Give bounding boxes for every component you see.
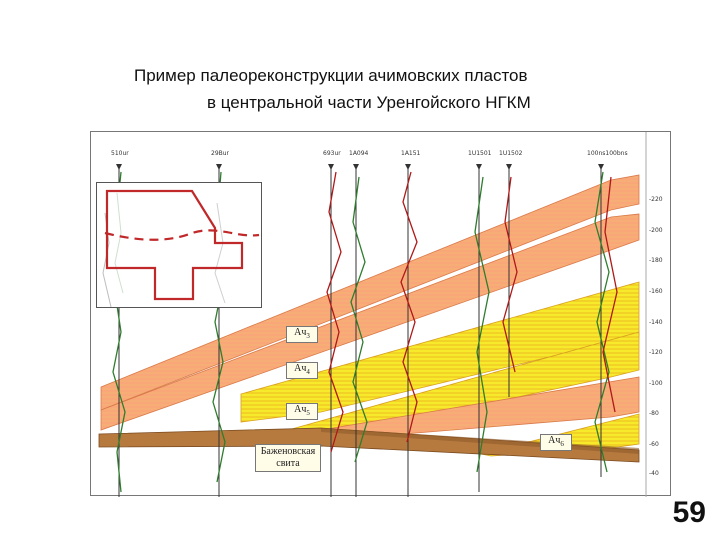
well-label: 1A094 bbox=[349, 150, 369, 157]
cross-section-figure: 510ur 29Bur 693ur 1A094 1A151 1U1501 1U1… bbox=[90, 131, 671, 497]
layer-label-bazhen: Баженовская свита bbox=[255, 444, 321, 472]
inset-svg bbox=[102, 189, 260, 307]
well-label: 1U1501 bbox=[468, 150, 492, 157]
well-label: 510ur bbox=[111, 150, 129, 157]
depth-tick: -100 bbox=[649, 380, 663, 387]
depth-tick: -120 bbox=[649, 349, 663, 356]
layer-label-ach5: Ач5 bbox=[286, 403, 318, 420]
depth-tick: -200 bbox=[649, 227, 663, 234]
well-label: 1A151 bbox=[401, 150, 421, 157]
depth-tick: -160 bbox=[649, 288, 663, 295]
well-label: 100ns100bns bbox=[587, 150, 628, 157]
depth-tick: -80 bbox=[649, 410, 659, 417]
field-outline bbox=[105, 189, 244, 301]
section-line bbox=[104, 229, 260, 241]
depth-tick: -180 bbox=[649, 257, 663, 264]
depth-tick: -220 bbox=[649, 196, 663, 203]
depth-tick: -60 bbox=[649, 441, 659, 448]
location-inset-map bbox=[96, 182, 262, 308]
layer-label-ach6: Ач6 bbox=[540, 434, 572, 451]
page-number: 59 bbox=[672, 496, 706, 529]
well-label: 693ur bbox=[323, 150, 341, 157]
depth-tick: -40 bbox=[649, 470, 659, 477]
well-label: 29Bur bbox=[211, 150, 230, 157]
layer-label-ach4: Ач4 bbox=[286, 362, 318, 379]
slide-title-line1: Пример палеореконструкции ачимовских пла… bbox=[134, 66, 528, 85]
depth-tick: -140 bbox=[649, 319, 663, 326]
well-label: 1U1502 bbox=[499, 150, 523, 157]
slide-title-line2: в центральной части Уренгойского НГКМ bbox=[207, 93, 531, 112]
layer-band-2 bbox=[100, 213, 640, 431]
layer-label-ach3: Ач3 bbox=[286, 326, 318, 343]
